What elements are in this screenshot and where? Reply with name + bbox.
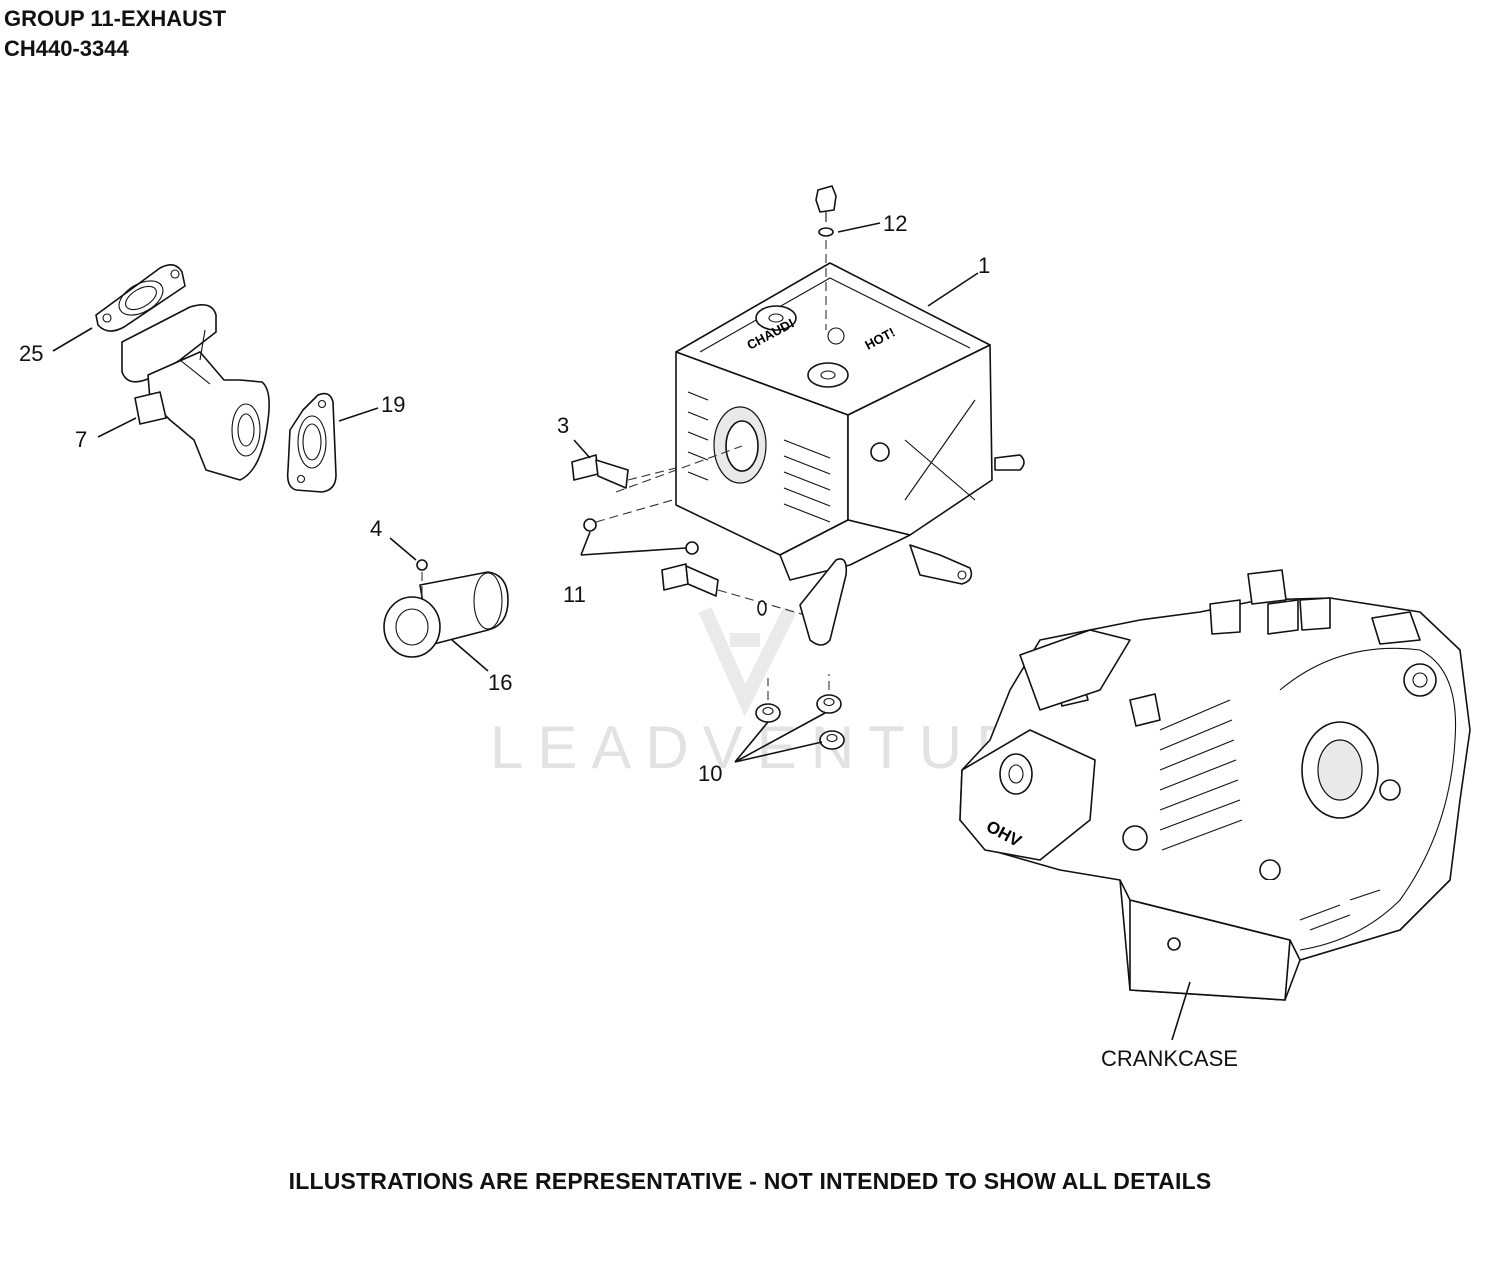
callout-11: 11 [563, 582, 586, 607]
callout-4: 4 [370, 516, 382, 541]
callout-crankcase: CRANKCASE [1101, 1046, 1238, 1071]
callout-10: 10 [698, 761, 722, 786]
part-25-gasket[interactable] [95, 264, 186, 332]
callout-7: 7 [75, 427, 87, 452]
engine-crankcase[interactable]: OHV [959, 569, 1471, 1001]
callout-1: 1 [978, 253, 990, 278]
leader-lines [52, 222, 1191, 1041]
page-title: GROUP 11-EXHAUST [4, 6, 227, 31]
callout-19: 19 [381, 392, 405, 417]
callout-16: 16 [488, 670, 512, 695]
part-7-exhaust-elbow[interactable] [121, 304, 270, 481]
callout-12: 12 [883, 211, 907, 236]
part-1-muffler[interactable]: CHAUD! HOT! [615, 262, 1025, 646]
disclaimer-footer: ILLUSTRATIONS ARE REPRESENTATIVE - NOT I… [288, 1168, 1212, 1194]
callout-3: 3 [557, 413, 569, 438]
part-11-screws[interactable] [583, 494, 806, 616]
part-12-bolt-washer[interactable] [815, 185, 837, 330]
model-number: CH440-3344 [4, 36, 129, 61]
part-19-gasket[interactable] [286, 392, 337, 493]
part-16-tube[interactable] [383, 571, 509, 658]
callout-25: 25 [19, 341, 43, 366]
part-4-screw[interactable] [416, 559, 428, 598]
